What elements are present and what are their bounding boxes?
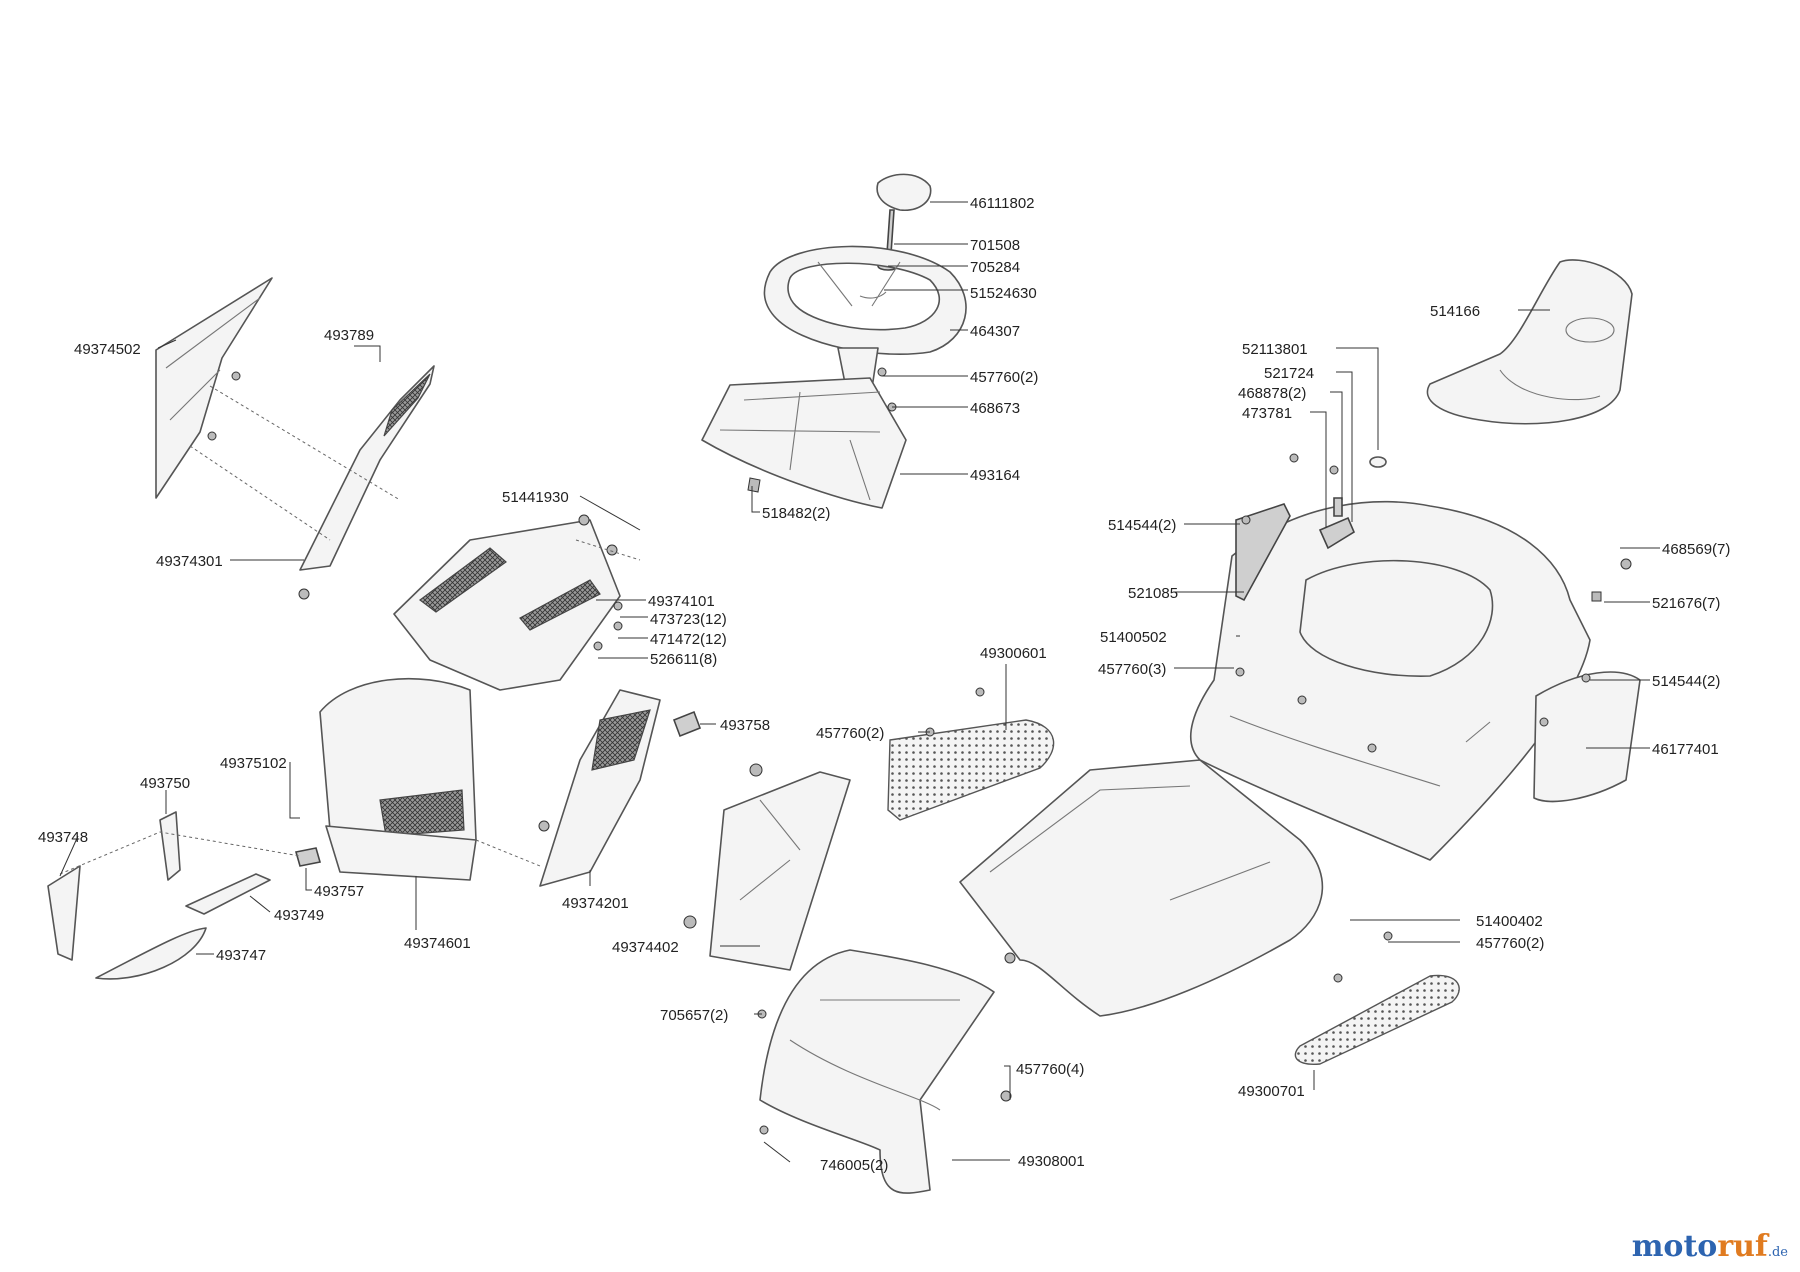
label-471472: 471472(12) [650, 631, 727, 648]
label-493747: 493747 [216, 947, 266, 964]
label-49374201: 49374201 [562, 895, 629, 912]
label-49374402: 49374402 [612, 939, 679, 956]
trim-493747 [95, 927, 207, 980]
label-468878: 468878(2) [1238, 385, 1306, 402]
label-705284: 705284 [970, 259, 1020, 276]
grille-49374601 [325, 825, 477, 881]
trim-493748 [47, 865, 81, 961]
label-46111802: 46111802 [970, 195, 1035, 212]
steering-wheel [763, 245, 967, 355]
side-panel-left-49374502 [155, 277, 273, 499]
screw-457760-top [877, 367, 887, 377]
rear-fender-side [1533, 671, 1641, 803]
dashboard-panel [701, 377, 907, 509]
seat-opening [1299, 559, 1494, 677]
label-746005: 746005(2) [820, 1157, 888, 1174]
brand-logo: motoruf.de [1632, 1229, 1788, 1264]
label-705657: 705657(2) [660, 1007, 728, 1024]
seat-group [1190, 259, 1641, 861]
label-49375102: 49375102 [220, 755, 287, 772]
fender-panel-521085 [1235, 503, 1291, 602]
label-521676: 521676(7) [1652, 595, 1720, 612]
footrest-left-49300601 [887, 719, 1055, 821]
bracket-468878 [1318, 516, 1356, 550]
seat [1426, 259, 1633, 425]
label-49374502: 49374502 [74, 341, 141, 358]
label-457760-2-a: 457760(2) [970, 369, 1038, 386]
label-457760-3: 457760(3) [1098, 661, 1166, 678]
label-468569: 468569(7) [1662, 541, 1730, 558]
pin-52113801 [1369, 456, 1387, 468]
brand-part2: ruf [1717, 1229, 1768, 1264]
screw-518482 [747, 477, 761, 493]
label-457760-2-c: 457760(2) [1476, 935, 1544, 952]
label-493748: 493748 [38, 829, 88, 846]
label-51441930: 51441930 [502, 489, 569, 506]
trim-493749 [185, 873, 271, 915]
label-457760-2-b: 457760(2) [816, 725, 884, 742]
label-493164: 493164 [970, 467, 1020, 484]
dash-support-49374101 [393, 519, 621, 691]
part-labels: 46111802 701508 705284 51524630 464307 4… [38, 195, 1730, 1174]
fender-49374402 [709, 771, 851, 971]
assembly-lines [59, 385, 641, 875]
label-526611: 526611(8) [650, 651, 717, 668]
rear-cover-49308001 [759, 949, 995, 1194]
label-46177401: 46177401 [1652, 741, 1719, 758]
steering-wheel-group [701, 173, 967, 509]
label-49374301: 49374301 [156, 553, 223, 570]
label-49374101: 49374101 [648, 593, 715, 610]
floor-pan-51400402 [959, 759, 1324, 1017]
label-514166: 514166 [1430, 303, 1480, 320]
label-473781: 473781 [1242, 405, 1292, 422]
label-521085: 521085 [1128, 585, 1178, 602]
label-493757: 493757 [314, 883, 364, 900]
label-464307: 464307 [970, 323, 1020, 340]
label-521724: 521724 [1264, 365, 1314, 382]
label-457760-4: 457760(4) [1016, 1061, 1084, 1078]
label-518482: 518482(2) [762, 505, 830, 522]
footrest-right-49300701 [1294, 974, 1460, 1065]
bolt-473781 [1333, 497, 1343, 517]
label-493758: 493758 [720, 717, 770, 734]
front-body-group [47, 277, 1460, 1194]
steering-wheel-cap [876, 173, 932, 211]
label-493750: 493750 [140, 775, 190, 792]
label-52113801: 52113801 [1242, 341, 1308, 358]
label-473723: 473723(12) [650, 611, 727, 628]
label-49374601: 49374601 [404, 935, 471, 952]
trim-493757 [294, 847, 322, 867]
trim-493750 [159, 811, 181, 881]
brand-part1: moto [1631, 1229, 1718, 1264]
label-51400502: 51400502 [1100, 629, 1167, 646]
label-49300601: 49300601 [980, 645, 1047, 662]
label-514544-2-b: 514544(2) [1652, 673, 1720, 690]
brand-part3: .de [1767, 1245, 1788, 1260]
label-468673: 468673 [970, 400, 1020, 417]
label-51400402: 51400402 [1476, 913, 1543, 930]
label-701508: 701508 [970, 237, 1020, 254]
label-493789: 493789 [324, 327, 374, 344]
label-49308001: 49308001 [1018, 1153, 1085, 1170]
label-493749: 493749 [274, 907, 324, 924]
leader-lines [59, 201, 1660, 1163]
label-514544-2-a: 514544(2) [1108, 517, 1176, 534]
label-51524630: 51524630 [970, 285, 1037, 302]
label-49300701: 49300701 [1238, 1083, 1305, 1100]
trim-493758 [672, 710, 702, 738]
